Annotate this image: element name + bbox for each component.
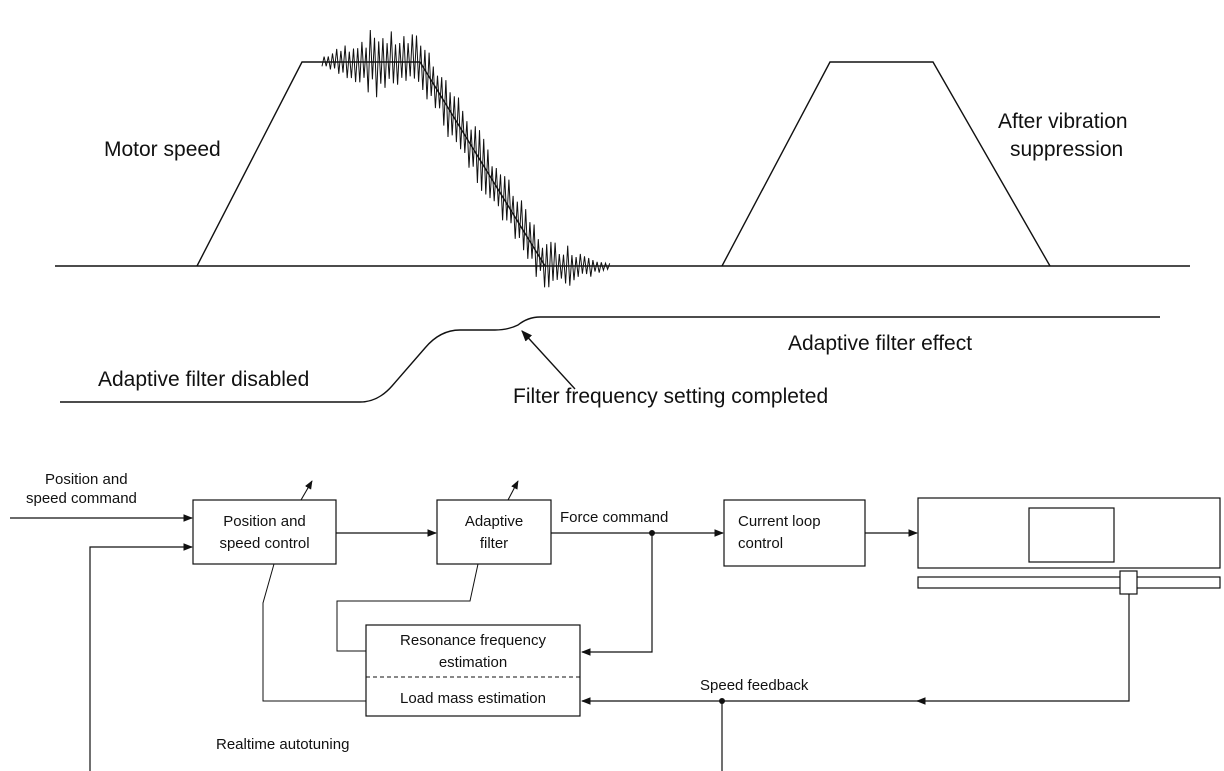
current-loop-block: [723, 499, 866, 567]
filter-state-curve: [60, 316, 1160, 403]
filter-effect-label: Adaptive filter effect: [788, 332, 972, 355]
motor-speed-profile: [196, 61, 546, 267]
encoder-head: [1119, 570, 1138, 595]
load-mass-to-control-line: [262, 563, 366, 702]
block-diagram: Position and speed command Position and …: [10, 471, 1221, 771]
vibration-waveform: [321, 29, 611, 288]
adaptive-filter-block: [436, 499, 552, 565]
pos-speed-control-label-line1: Position and: [223, 513, 306, 530]
motor-speed-label: Motor speed: [104, 138, 221, 161]
pos-speed-tuning-arrow: [300, 480, 313, 501]
outer-loop-return-arrow: [89, 543, 193, 771]
adaptive-filter-tuning-arrow: [507, 480, 519, 501]
current-loop-label-line1: Current loop: [738, 513, 821, 530]
current-loop-label-line2: control: [738, 535, 783, 552]
after-vibration-label-line1: After vibration: [998, 110, 1128, 133]
resonance-estimation-label-line2: estimation: [439, 654, 507, 671]
load-mass-estimation-label: Load mass estimation: [400, 690, 546, 707]
pos-speed-control-label-line2: speed control: [219, 535, 309, 552]
filter-disabled-label: Adaptive filter disabled: [98, 368, 309, 391]
force-to-estimation-arrow: [581, 533, 653, 656]
suppressed-speed-profile: [721, 61, 1051, 267]
filter-completed-label: Filter frequency setting completed: [513, 385, 828, 408]
realtime-autotuning-label: Realtime autotuning: [216, 736, 349, 753]
after-vibration-label-line2: suppression: [1010, 138, 1123, 161]
resonance-to-filter-line: [336, 563, 479, 652]
filter-state-graph: Adaptive filter disabled Adaptive filter…: [60, 316, 1160, 408]
speed-feedback-arrow-a: [916, 594, 1130, 705]
completed-pointer-arrow: [521, 330, 576, 390]
adaptive-filter-label-line1: Adaptive: [465, 513, 523, 530]
linear-scale: [917, 576, 1221, 589]
resonance-estimation-label-line1: Resonance frequency: [400, 632, 546, 649]
speed-graph: Motor speed After vibration suppression: [55, 29, 1190, 288]
adaptive-filter-label-line2: filter: [480, 535, 508, 552]
input-label-line2: speed command: [26, 490, 137, 507]
linear-motor-coil: [1028, 507, 1115, 563]
speed-feedback-label: Speed feedback: [700, 677, 809, 694]
force-command-label: Force command: [560, 509, 668, 526]
pos-speed-control-block: [192, 499, 337, 565]
input-label-line1: Position and: [45, 471, 128, 488]
estimation-block: [365, 624, 581, 717]
